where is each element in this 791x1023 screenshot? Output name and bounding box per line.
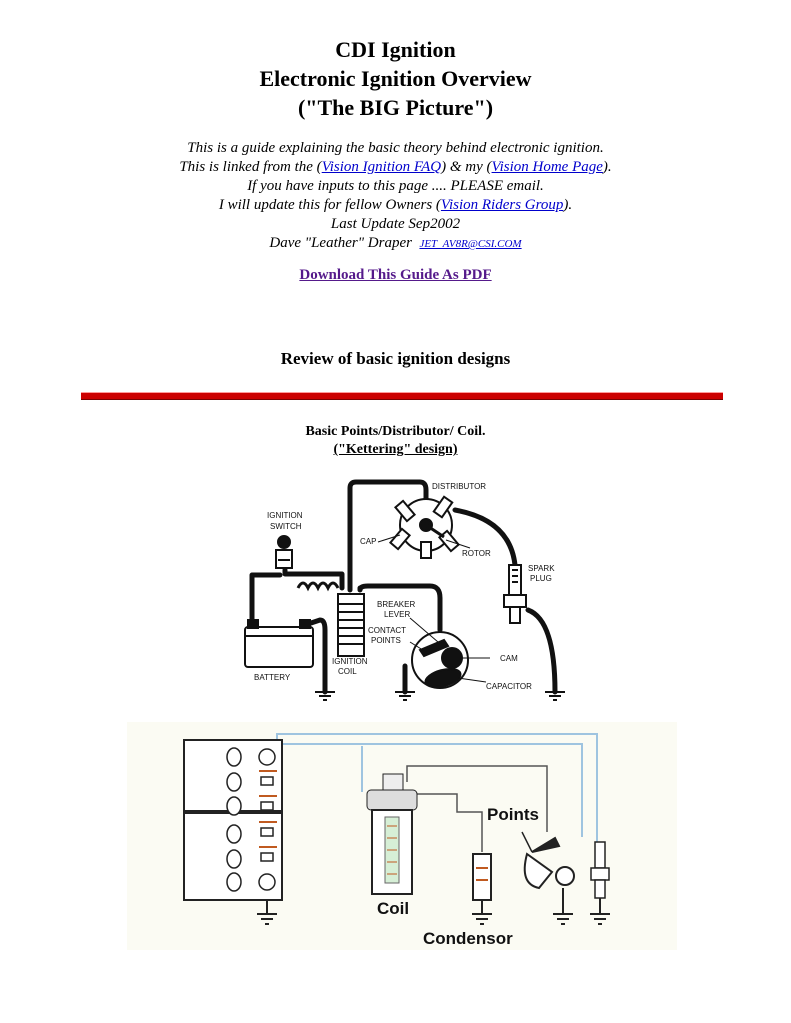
pictorial-ignition-diagram: Points Coil Condensor (127, 722, 677, 950)
label-distributor: DISTRIBUTOR (432, 482, 486, 491)
intro-text: This is linked from the ( (179, 159, 322, 175)
download-pdf: Download This Guide As PDF (0, 267, 791, 284)
label-points: Points (487, 805, 539, 824)
label-contact-points-2: POINTS (371, 636, 401, 645)
diagram-subheading: ("Kettering" design) (0, 441, 791, 459)
page-title-line3: ("The BIG Picture") (297, 95, 494, 120)
switch-to-coil-wire (282, 567, 345, 591)
vision-ignition-faq-link[interactable]: Vision Ignition FAQ (321, 159, 442, 175)
breaker-assembly (411, 631, 469, 689)
primary-winding (296, 581, 340, 592)
section-divider (81, 392, 723, 400)
wire-coil-to-condensor (414, 793, 483, 852)
label-ignition-switch: IGNITION (267, 511, 303, 520)
distributor-to-plug-wire (452, 507, 518, 568)
author-email-link[interactable]: JET_AV8R@CSI.COM (419, 238, 522, 250)
author-line: Dave "Leather" Draper JET_AV8R@CSI.COM (0, 234, 791, 254)
intro-line3: If you have inputs to this page .... PLE… (247, 178, 544, 194)
ignition-switch (275, 535, 293, 569)
label-cap: CAP (360, 537, 376, 546)
label-ignition-coil-2: COIL (338, 667, 357, 676)
wire-aux (282, 743, 583, 837)
intro-line2: This is linked from the (Vision Ignition… (0, 158, 791, 177)
spark-plug (503, 564, 527, 624)
battery-to-switch-wire (249, 572, 283, 628)
label-cam: CAM (500, 654, 518, 663)
section-heading: Review of basic ignition designs (280, 349, 511, 368)
label-condensor: Condensor (423, 929, 513, 948)
intro-line1: This is a guide explaining the basic the… (187, 140, 604, 156)
label-battery: BATTERY (254, 673, 291, 682)
last-update: Last Update Sep2002 (330, 216, 461, 232)
battery-ground-wire (302, 617, 328, 695)
battery-block (183, 739, 283, 901)
diagram-heading: Basic Points/Distributor/ Coil. (305, 424, 486, 439)
spark-plug-component (590, 841, 610, 899)
coil-to-distributor-wire (347, 479, 429, 593)
download-pdf-link[interactable]: Download This Guide As PDF (299, 267, 492, 283)
kettering-ignition-diagram: DISTRIBUTOR IGNITION SWITCH CAP ROTOR SP… (244, 479, 565, 701)
label-ignition-coil: IGNITION (332, 657, 368, 666)
intro-text: ) & my ( (441, 159, 492, 175)
page-title-line2: Electronic Ignition Overview (259, 66, 532, 91)
label-coil: Coil (377, 899, 409, 918)
coil-component (366, 773, 418, 895)
battery (244, 619, 314, 668)
label-breaker-lever: BREAKER (377, 600, 415, 609)
plug-ground-wire (525, 607, 558, 695)
ground-symbols-2 (257, 888, 610, 925)
label-spark-plug: SPARK (528, 564, 555, 573)
label-contact-points: CONTACT (368, 626, 406, 635)
page-title-line1: CDI Ignition (335, 37, 456, 62)
ground-symbols (315, 691, 565, 701)
vision-riders-group-link[interactable]: Vision Riders Group (440, 197, 564, 213)
wire-coil-to-points (406, 765, 548, 832)
distributor-cap (388, 495, 461, 559)
label-rotor: ROTOR (462, 549, 491, 558)
author-name: Dave "Leather" Draper (269, 235, 412, 251)
intro-text: ). (602, 159, 612, 175)
label-breaker-lever-2: LEVER (384, 610, 410, 619)
coil-to-breaker-wire (357, 583, 443, 633)
label-capacitor: CAPACITOR (486, 682, 532, 691)
label-spark-plug-2: PLUG (530, 574, 552, 583)
vision-home-page-link[interactable]: Vision Home Page (491, 159, 603, 175)
kettering-label: ("Kettering" design) (333, 442, 458, 457)
intro-line4: I will update this for fellow Owners (Vi… (0, 196, 791, 215)
points-component (521, 831, 575, 890)
ignition-coil (337, 593, 365, 657)
intro-text: I will update this for fellow Owners ( (218, 197, 441, 213)
label-ignition-switch-2: SWITCH (270, 522, 302, 531)
intro-text: ). (563, 197, 573, 213)
condensor-component (472, 853, 492, 901)
